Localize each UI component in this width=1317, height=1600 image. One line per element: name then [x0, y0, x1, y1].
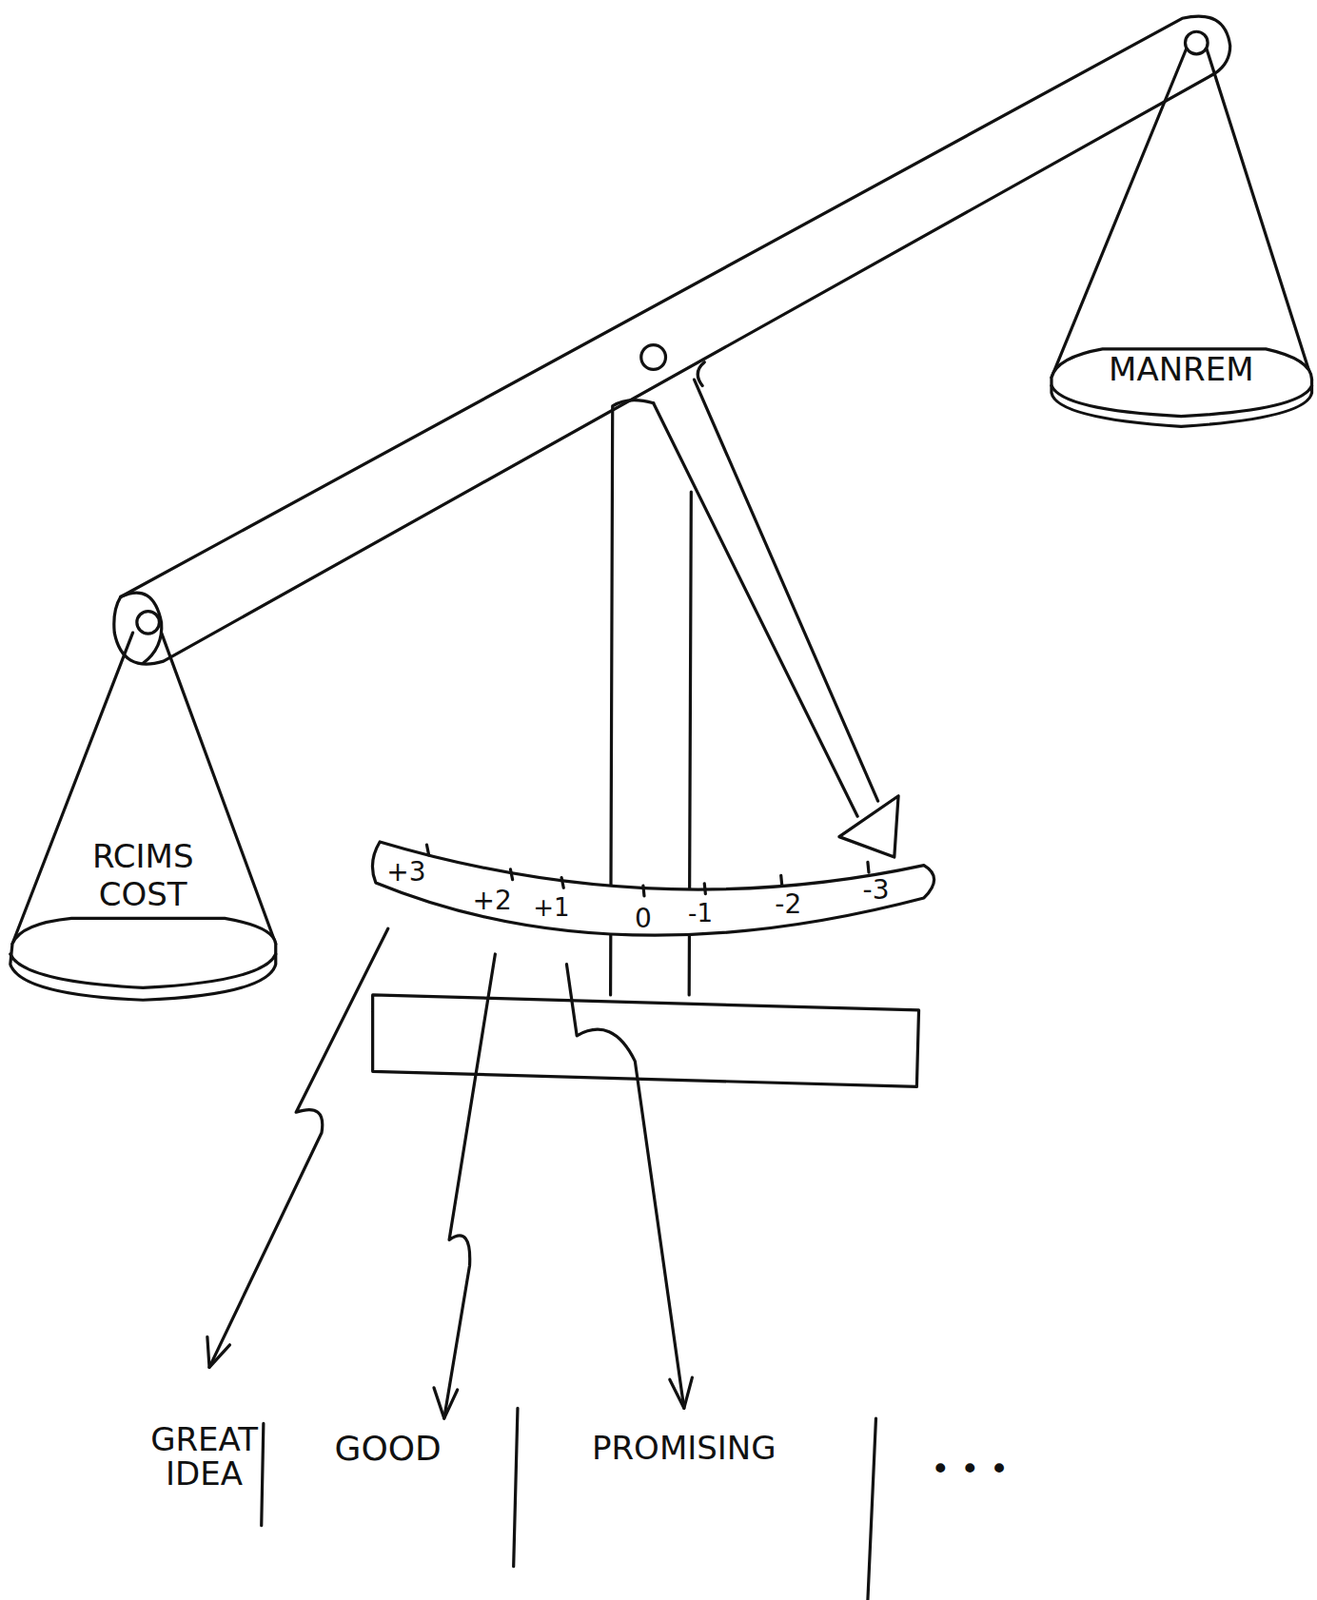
cell-divider [261, 1408, 877, 1600]
beam [114, 16, 1231, 665]
base [373, 995, 920, 1088]
scale-number: +2 [471, 887, 512, 916]
leader-line [444, 954, 496, 1419]
pan [1051, 349, 1313, 428]
rating-cell: PROMISING [591, 1433, 777, 1468]
scale-dial [372, 842, 934, 936]
rating-cell: GREAT IDEA [148, 1423, 261, 1492]
pan-string [12, 632, 276, 944]
pan-string [1051, 48, 1313, 380]
pan-label: RCIMS COST [56, 838, 230, 913]
pointer-head [839, 796, 899, 858]
pan-label-box: MANREM [1067, 351, 1296, 389]
pan [10, 918, 276, 1001]
scale-number: -1 [687, 902, 713, 928]
scale-number: -3 [863, 876, 890, 905]
pivot [641, 345, 667, 371]
arrowhead [669, 1377, 693, 1409]
scale-number: 0 [634, 904, 652, 933]
rating-cell: GOOD [334, 1432, 442, 1469]
pointer [653, 362, 879, 817]
pan-label-box: RCIMS COST [52, 838, 234, 913]
leader-line [566, 964, 684, 1410]
pan-rim [10, 954, 276, 988]
leader-line [209, 928, 389, 1368]
pan-label: MANREM [1108, 351, 1254, 389]
arrowhead [433, 1388, 458, 1419]
arrowhead [207, 1336, 231, 1368]
scale-number: -2 [774, 890, 802, 919]
beam-pin [1185, 31, 1209, 55]
pan-rim [1051, 385, 1313, 416]
beam-end [120, 592, 162, 664]
beam-pin [137, 611, 160, 635]
rating-cell: • • • [930, 1453, 1009, 1488]
scale-number: +1 [532, 895, 570, 922]
scale-number: +3 [386, 859, 426, 887]
